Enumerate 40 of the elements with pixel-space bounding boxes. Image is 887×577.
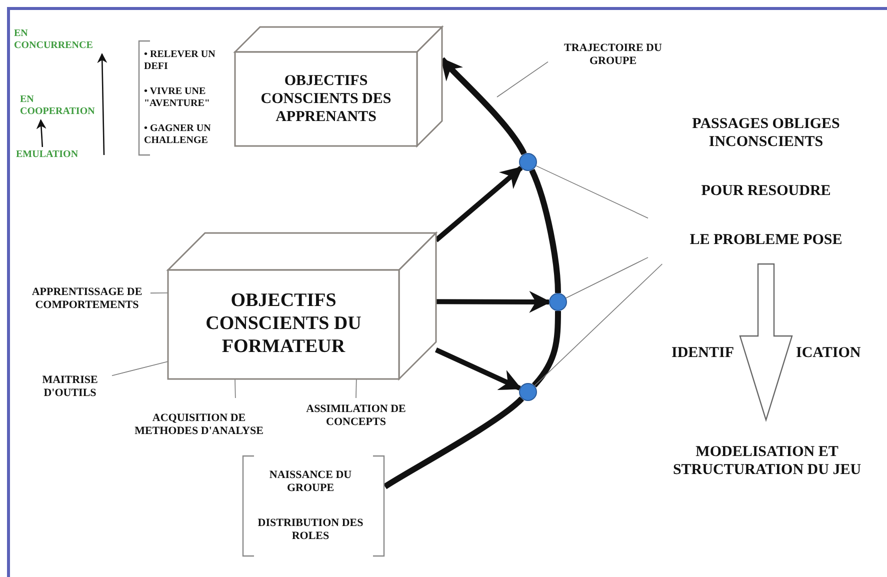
arrow [436,290,552,313]
callout-text: MAITRISE D'OUTILS [41,374,99,400]
box-title: OBJECTIFS CONSCIENTS DU FORMATEUR [204,290,362,359]
trajectory-line [532,310,561,388]
arrow [97,53,108,156]
box-title: OBJECTIFS CONSCIENTS DES APPRENANTS [260,72,392,126]
level-label: EMULATION [16,149,80,161]
waypoint-dot [549,293,567,311]
block-arrow [739,263,793,422]
callout-text: ASSIMILATION DE CONCEPTS [305,402,407,430]
heading-text: LE PROBLEME POSE [688,230,844,249]
phase-label: NAISSANCE DU GROUPE [268,468,353,496]
heading-text: ICATION [796,344,862,362]
heading-text: PASSAGES OBLIGES INCONSCIENTS [691,115,841,152]
leader-line [534,264,663,386]
callout-text: TRAJECTOIRE DU GROUPE [563,42,663,68]
trajectory-line [383,396,524,490]
level-label: EN COOPERATION [20,94,96,118]
heading-text: POUR RESOUDRE [700,182,832,200]
callout-text: ACQUISITION DE METHODES D'ANALYSE [134,412,264,438]
leader-line [356,378,357,398]
arrow [36,119,46,148]
heading-text: MODELISATION ET STRUCTURATION DU JEU [672,443,862,479]
leader-line [150,292,168,294]
leader-line [234,378,236,398]
leader-line [112,361,168,376]
list-item: • RELEVER UN DEFI [144,49,216,74]
arrow [434,348,522,391]
level-label: EN CONCURRENCE [14,28,94,52]
leader-line [566,257,648,298]
list-item: • VIVRE UNE "AVENTURE" [144,86,211,110]
waypoint-dot [519,153,537,171]
callout-text: APPRENTISSAGE DE COMPORTEMENTS [30,286,144,312]
waypoint-dot [519,383,537,401]
leader-line [496,61,548,98]
heading-text: IDENTIF [670,344,734,362]
phase-label: DISTRIBUTION DES ROLES [256,516,364,544]
trajectory-line [529,168,561,294]
list-item: • GAGNER UN CHALLENGE [144,122,212,147]
leader-line [536,165,648,218]
